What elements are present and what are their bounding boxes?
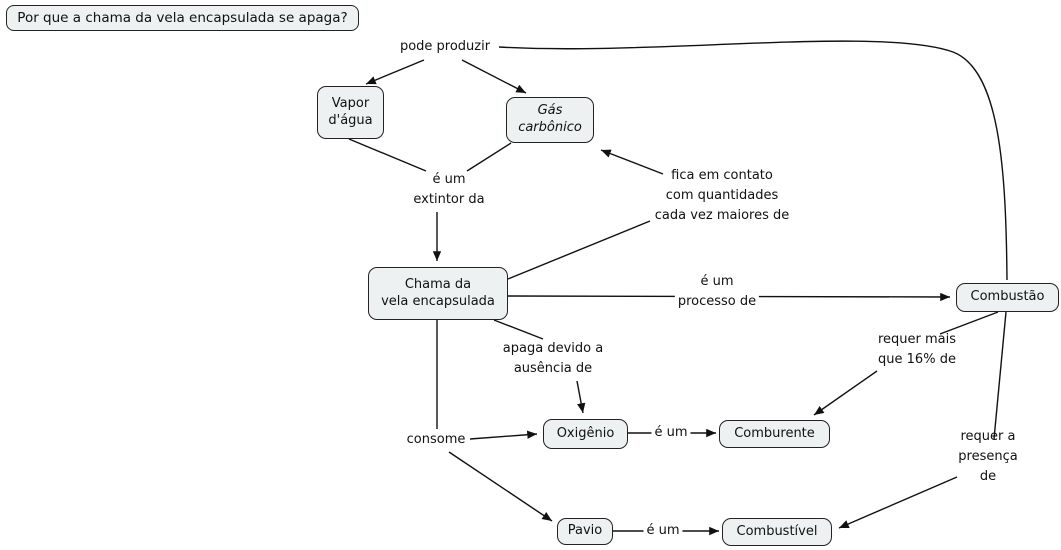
concept-oxigenio: Oxigênio <box>543 419 628 449</box>
link-e-um-extintor-da: é um extintor da <box>413 171 485 207</box>
link-e-um-comburente: é um <box>651 422 691 444</box>
concept-chama-vela-encapsulada: Chama da vela encapsulada <box>368 267 508 320</box>
arrow-fica-em-contato-to-gas <box>600 149 664 175</box>
link-requer-a-presenca-de: requer a presença de <box>958 428 1018 485</box>
line-chama-to-apaga <box>493 319 544 340</box>
link-fica-em-contato: fica em contato com quantidades cada vez… <box>654 167 790 224</box>
line-combustao-to-requer-mais <box>939 311 999 335</box>
arrow-consome-to-pavio <box>448 451 553 522</box>
arrow-apaga-to-oxigenio <box>576 380 586 414</box>
concept-vapor-dagua: Vapor d'água <box>317 86 384 139</box>
link-consome: consome <box>403 429 469 451</box>
concept-comburente: Comburente <box>719 420 830 448</box>
link-e-um-combustivel: é um <box>643 520 683 542</box>
arrow-requer-mais-to-comburente <box>813 370 878 416</box>
concept-combustivel: Combustível <box>722 518 832 546</box>
focus-question: Por que a chama da vela encapsulada se a… <box>6 5 359 31</box>
arrow-pode-produzir-to-vapor <box>365 59 425 85</box>
concept-gas-carbonico: Gás carbônico <box>506 97 594 143</box>
line-vapor-to-extintor <box>348 138 427 172</box>
link-pode-produzir: pode produzir <box>399 38 491 54</box>
line-chama-to-fica-em-contato <box>507 220 651 280</box>
arrow-requer-presenca-to-combustivel <box>838 476 958 529</box>
line-gas-to-extintor <box>466 142 512 172</box>
arrow-pode-produzir-to-gas <box>461 59 527 94</box>
link-apaga-devido-a: apaga devido a ausência de <box>502 340 604 376</box>
link-e-um-processo-de: é um processo de <box>674 271 760 313</box>
line-combustao-to-requer-presenca <box>993 311 1007 440</box>
link-requer-mais-16: requer mais que 16% de <box>877 331 957 367</box>
concept-pavio: Pavio <box>557 518 613 545</box>
arrow-consome-to-oxigenio <box>469 430 538 440</box>
line-combustao-to-pode-produzir <box>498 40 1008 281</box>
concept-combustao: Combustão <box>956 283 1059 312</box>
